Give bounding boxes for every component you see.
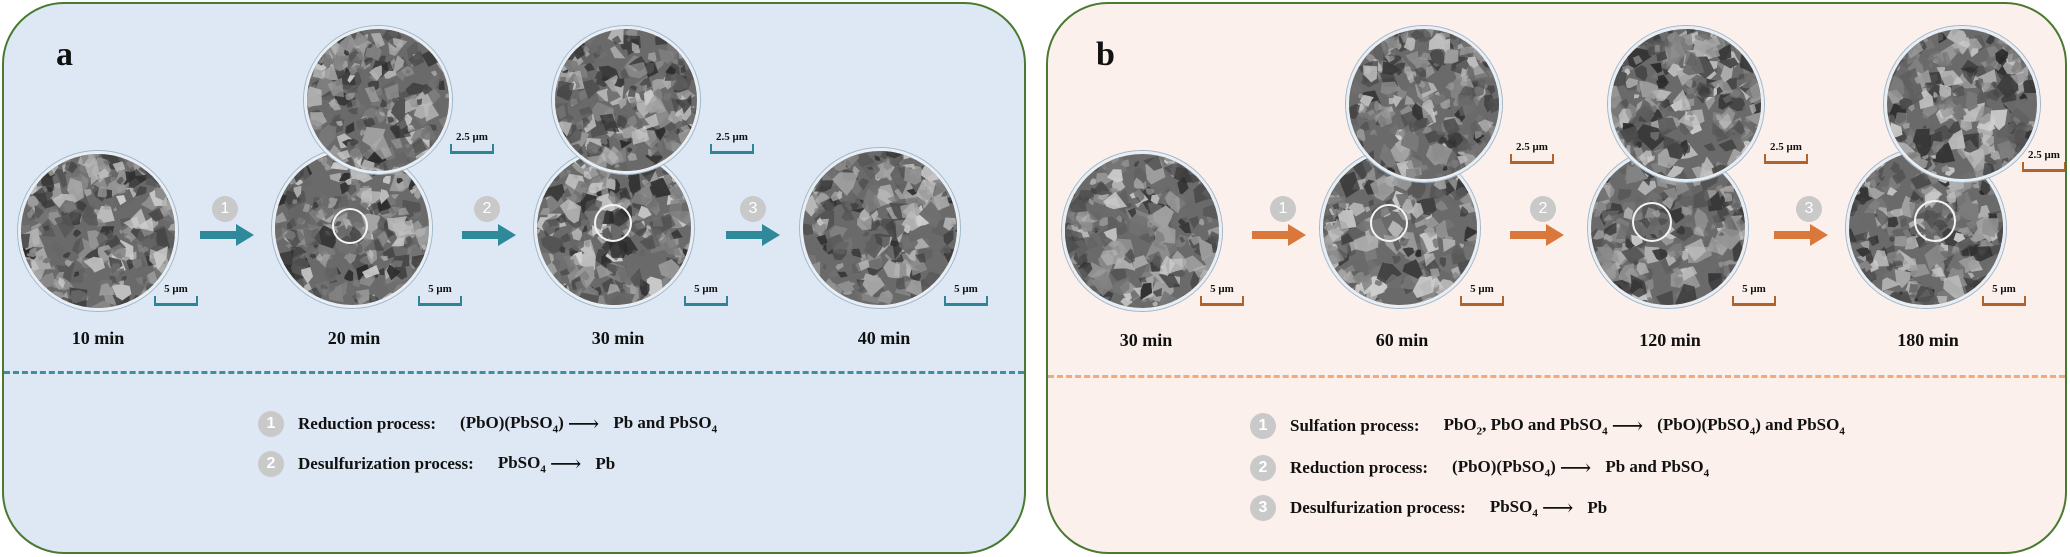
sem-zoom-image-20min (304, 26, 452, 174)
time-label: 10 min (71, 328, 125, 348)
scale-bar: 5 μm (1200, 283, 1244, 306)
sem-zoom-image-30min (552, 26, 700, 174)
time-label: 30 min (1119, 330, 1173, 350)
arrow-icon (726, 224, 780, 246)
time-label: 60 min (1375, 330, 1429, 350)
step-number-3: 3 (740, 196, 766, 222)
reactant: PbO2, PbO and PbSO4 (1443, 414, 1608, 438)
scale-bar: 5 μm (418, 283, 462, 306)
reaction-arrow: ⟶ (1611, 413, 1644, 438)
process-label: Sulfation process: (1290, 416, 1420, 435)
scale-bar: 5 μm (154, 283, 198, 306)
product: Pb (1587, 498, 1608, 517)
sem-image-30min (1062, 151, 1222, 311)
step-number-2: 2 (474, 196, 500, 222)
step-number-1: 1 (258, 411, 284, 437)
scale-bar-zoom: 2.5 μm (1764, 141, 1808, 164)
step-number-1: 1 (1250, 413, 1276, 439)
zoom-region-circle (1914, 200, 1956, 242)
scale-bar-zoom: 2.5 μm (450, 131, 494, 154)
zoom-region-circle (1370, 204, 1408, 242)
scale-bar: 5 μm (1460, 283, 1504, 306)
legend-row: 1 Sulfation process: PbO2, PbO and PbSO4… (1250, 413, 1845, 439)
sem-zoom-image-120min (1608, 26, 1764, 182)
sem-zoom-image-60min (1346, 26, 1502, 182)
panel-a: a 5 μm 10 min 1 2.5 μm 5 μm 20 min 2 2.5… (2, 2, 1026, 554)
step-number-2: 2 (258, 451, 284, 477)
process-label: Reduction process: (298, 414, 437, 433)
reaction-arrow: ⟶ (567, 411, 600, 436)
time-label: 20 min (327, 328, 381, 348)
time-label: 120 min (1639, 330, 1701, 350)
scale-bar-zoom: 2.5 μm (710, 131, 754, 154)
step-number-2: 2 (1250, 455, 1276, 481)
legend-row: 2 Desulfurization process: PbSO4 ⟶ Pb (258, 451, 615, 477)
reactant: (PbO)(PbSO4) (1452, 456, 1556, 480)
step-number-2: 2 (1530, 196, 1556, 222)
time-label: 30 min (591, 328, 645, 348)
arrow-icon (200, 224, 254, 246)
product: (PbO)(PbSO4) and PbSO4 (1657, 414, 1845, 438)
panel-letter: b (1096, 36, 1115, 73)
legend-row: 1 Reduction process: (PbO)(PbSO4) ⟶ Pb a… (258, 411, 717, 437)
zoom-region-circle (1632, 202, 1672, 242)
scale-bar: 5 μm (944, 283, 988, 306)
scale-bar: 5 μm (1982, 283, 2026, 306)
process-label: Reduction process: (1290, 458, 1429, 477)
arrow-icon (1774, 224, 1828, 246)
step-number-3: 3 (1250, 495, 1276, 521)
step-number-1: 1 (212, 196, 238, 222)
time-label: 180 min (1897, 330, 1959, 350)
step-number-3: 3 (1796, 196, 1822, 222)
process-label: Desulfurization process: (298, 454, 474, 473)
panel-letter: a (56, 36, 73, 73)
scale-bar-zoom: 2.5 μm (2022, 149, 2065, 172)
reactant: PbSO4 (497, 452, 546, 476)
dashed-divider (1048, 375, 2065, 378)
product: Pb (595, 454, 616, 473)
sem-zoom-image-180min (1884, 26, 2040, 182)
step-number-1: 1 (1270, 196, 1296, 222)
dashed-divider (4, 371, 1024, 374)
legend-row: 3 Desulfurization process: PbSO4 ⟶ Pb (1250, 495, 1607, 521)
reaction-arrow: ⟶ (1559, 455, 1592, 480)
sem-image-40min (800, 148, 960, 308)
scale-bar: 5 μm (1732, 283, 1776, 306)
time-label: 40 min (857, 328, 911, 348)
zoom-region-circle (332, 208, 368, 244)
scale-bar: 5 μm (684, 283, 728, 306)
arrow-icon (1252, 224, 1306, 246)
arrow-icon (1510, 224, 1564, 246)
product: Pb and PbSO4 (1605, 456, 1710, 480)
reactant: (PbO)(PbSO4) (460, 412, 564, 436)
reactant: PbSO4 (1489, 496, 1538, 520)
zoom-region-circle (594, 204, 632, 242)
scale-bar-zoom: 2.5 μm (1510, 141, 1554, 164)
arrow-icon (462, 224, 516, 246)
product: Pb and PbSO4 (613, 412, 718, 436)
sem-image-10min (18, 151, 178, 311)
reaction-arrow: ⟶ (1541, 495, 1574, 520)
panel-b: b 5 μm 30 min 1 2.5 μm 5 μm 60 min 2 2.5… (1046, 2, 2067, 554)
reaction-arrow: ⟶ (549, 451, 582, 476)
process-label: Desulfurization process: (1290, 498, 1466, 517)
legend-row: 2 Reduction process: (PbO)(PbSO4) ⟶ Pb a… (1250, 455, 1709, 481)
